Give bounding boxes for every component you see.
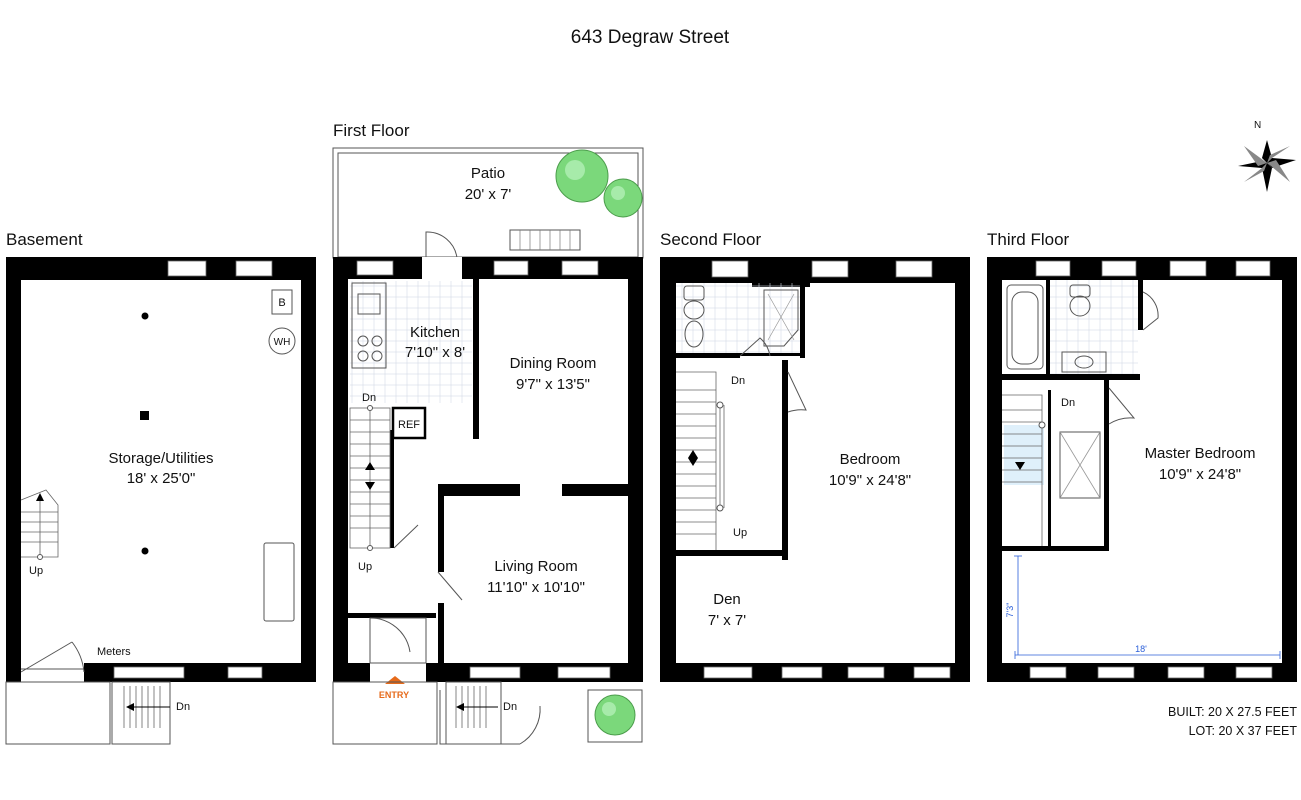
patio-size: 20' x 7' <box>465 186 512 203</box>
dining-room-size: 9'7" x 13'5" <box>516 376 590 393</box>
built-size-label: BUILT: 20 X 27.5 FEET <box>1168 705 1297 719</box>
first-floor-plan <box>332 147 644 745</box>
entry-label: ENTRY <box>379 690 409 700</box>
front-stoop-dn-label: Dn <box>503 701 517 713</box>
bedroom-size: 10'9" x 24'8" <box>829 472 911 489</box>
living-room-name: Living Room <box>494 558 577 575</box>
meters-label: Meters <box>97 646 131 658</box>
master-bedroom-size: 10'9" x 24'8" <box>1159 466 1241 483</box>
first-floor-heading: First Floor <box>333 121 410 140</box>
dimension-horizontal-label: 18' <box>1135 644 1147 654</box>
second-stair-dn-label: Dn <box>731 375 745 387</box>
den-size: 7' x 7' <box>708 612 746 629</box>
page-title: 643 Degraw Street <box>571 27 730 48</box>
second-floor-heading: Second Floor <box>660 230 761 249</box>
storage-room-name: Storage/Utilities <box>108 450 213 467</box>
boiler-label: B <box>278 297 285 309</box>
third-stair-dn-label: Dn <box>1061 397 1075 409</box>
basement-areaway-dn-label: Dn <box>176 701 190 713</box>
patio-name: Patio <box>471 165 505 182</box>
compass-north-label: N <box>1254 120 1261 131</box>
bedroom-name: Bedroom <box>840 451 901 468</box>
first-stair-dn-label: Dn <box>362 392 376 404</box>
basement-plan <box>5 257 316 745</box>
living-room-size: 11'10" x 10'10" <box>487 579 585 596</box>
basement-heading: Basement <box>6 230 83 249</box>
dimension-vertical-label: 7'3" <box>1005 603 1015 618</box>
dining-room-name: Dining Room <box>510 355 597 372</box>
compass-icon <box>1238 140 1296 192</box>
kitchen-name: Kitchen <box>410 324 460 341</box>
kitchen-size: 7'10" x 8' <box>405 344 465 361</box>
third-floor-plan <box>987 257 1297 682</box>
planter-tree-icon <box>594 694 636 736</box>
basement-stair-up-label: Up <box>29 565 43 577</box>
tree-icon <box>603 178 643 218</box>
second-stair-up-label: Up <box>733 527 747 539</box>
den-name: Den <box>713 591 741 608</box>
first-stair-up-label: Up <box>358 561 372 573</box>
water-heater-label: WH <box>274 337 291 348</box>
lot-size-label: LOT: 20 X 37 FEET <box>1189 724 1298 738</box>
second-floor-plan <box>660 257 970 682</box>
fridge-label: REF <box>398 419 420 431</box>
tree-icon <box>555 149 609 203</box>
third-floor-heading: Third Floor <box>987 230 1070 249</box>
storage-room-size: 18' x 25'0" <box>127 470 196 487</box>
master-bedroom-name: Master Bedroom <box>1145 445 1256 462</box>
